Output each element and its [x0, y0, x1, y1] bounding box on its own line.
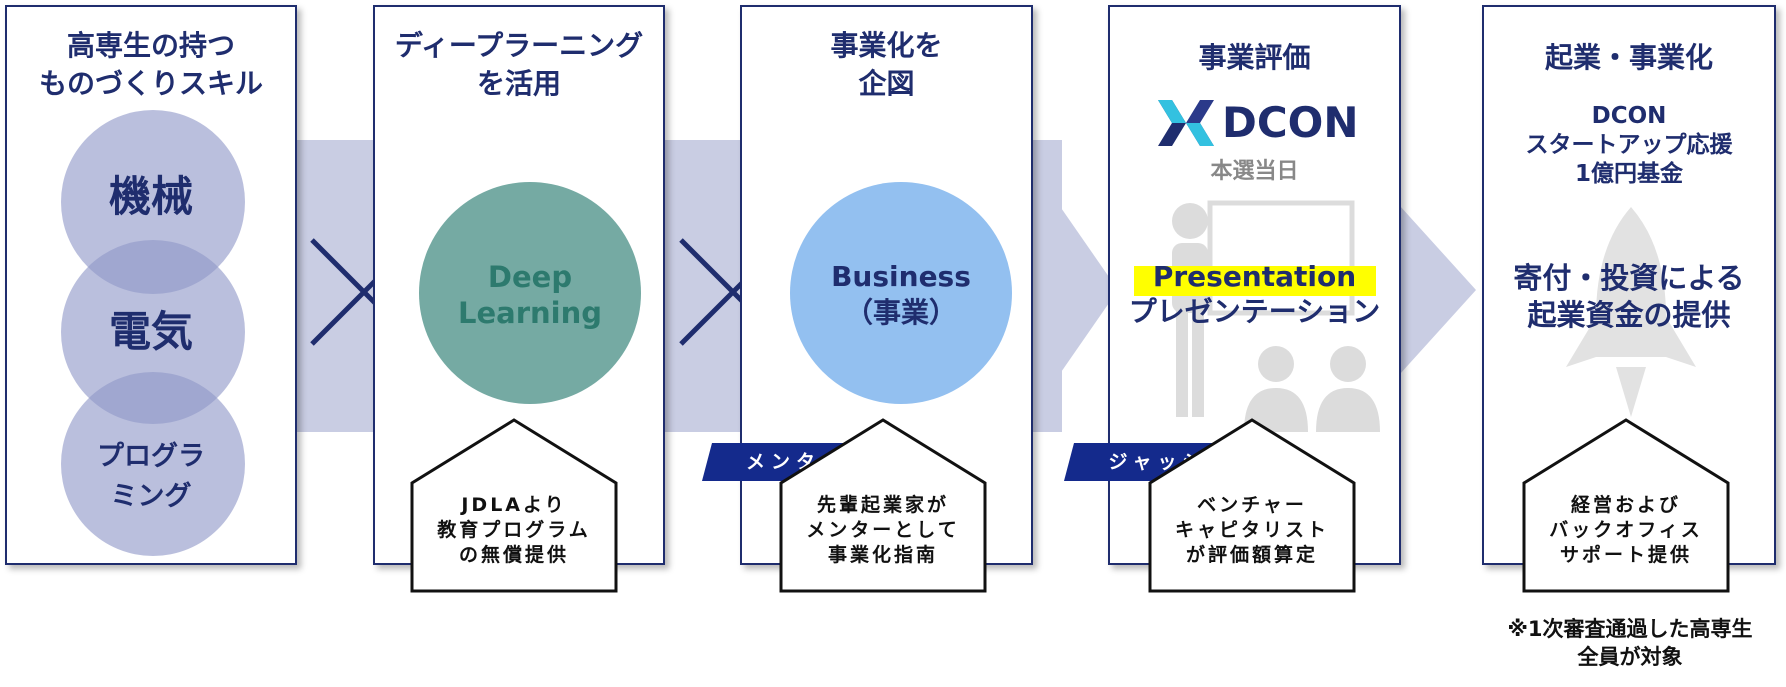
circle-business — [790, 182, 1012, 404]
dcon-logo-text: DCON — [1222, 98, 1359, 147]
audience-icon — [1244, 346, 1380, 432]
flow-chevron-1 — [1032, 166, 1118, 414]
house-jdla: JDLAより 教育プログラム の無償提供 — [410, 418, 618, 593]
circle-label-deep-learning: Deep Learning — [457, 260, 602, 330]
house-judge: ベンチャー キャピタリスト が評価額算定 — [1148, 418, 1356, 593]
panel-title: ディープラーニング を活用 — [394, 29, 644, 100]
panel-deep-learning: ディープラーニング を活用 Deep Learning — [373, 5, 665, 565]
circle-programming — [61, 372, 245, 556]
flow-chevron-2 — [1400, 206, 1476, 374]
presentation-en: Presentation — [1152, 260, 1357, 293]
circle-deep-learning — [419, 182, 641, 404]
fund-text: DCON スタートアップ応援 1億円基金 — [1525, 103, 1733, 187]
house-support: 経営および バックオフィス サポート提供 — [1522, 418, 1730, 593]
circle-label-electrical: 電気 — [108, 307, 193, 356]
house-text: ベンチャー キャピタリスト が評価額算定 — [1174, 494, 1329, 566]
panel-startup: 起業・事業化 DCON スタートアップ応援 1億円基金 寄付・投資による 起業資… — [1482, 5, 1776, 565]
rocket-icon — [1566, 207, 1696, 417]
footnote: ※1次審査通過した高専生 全員が対象 — [1507, 617, 1753, 669]
panel-skills: 高専生の持つ ものづくりスキル 機械 電気 プログラ ミング — [5, 5, 297, 565]
circle-label-business: Business （事業） — [831, 260, 971, 329]
panel-title: 起業・事業化 — [1544, 41, 1713, 74]
presentation-jp: プレゼンテーション — [1128, 295, 1381, 328]
house-text: JDLAより 教育プログラム の無償提供 — [437, 494, 591, 566]
event-subtitle: 本選当日 — [1210, 159, 1299, 184]
dcon-logo-icon — [1158, 100, 1214, 146]
house-text: 経営および バックオフィス サポート提供 — [1549, 494, 1703, 566]
panel-title: 高専生の持つ ものづくりスキル — [38, 29, 263, 100]
funding-text: 寄付・投資による 起業資金の提供 — [1513, 261, 1745, 332]
house-mentor: 先輩起業家が メンターとして 事業化指南 — [779, 418, 987, 593]
circle-label-programming: プログラ ミング — [97, 441, 205, 512]
presentation-highlight — [1134, 266, 1376, 296]
panel-title: 事業評価 — [1198, 41, 1311, 74]
panel-title: 事業化を 企図 — [830, 29, 943, 100]
house-text: 先輩起業家が メンターとして 事業化指南 — [806, 494, 960, 566]
circle-label-mechanical: 機械 — [108, 172, 193, 221]
